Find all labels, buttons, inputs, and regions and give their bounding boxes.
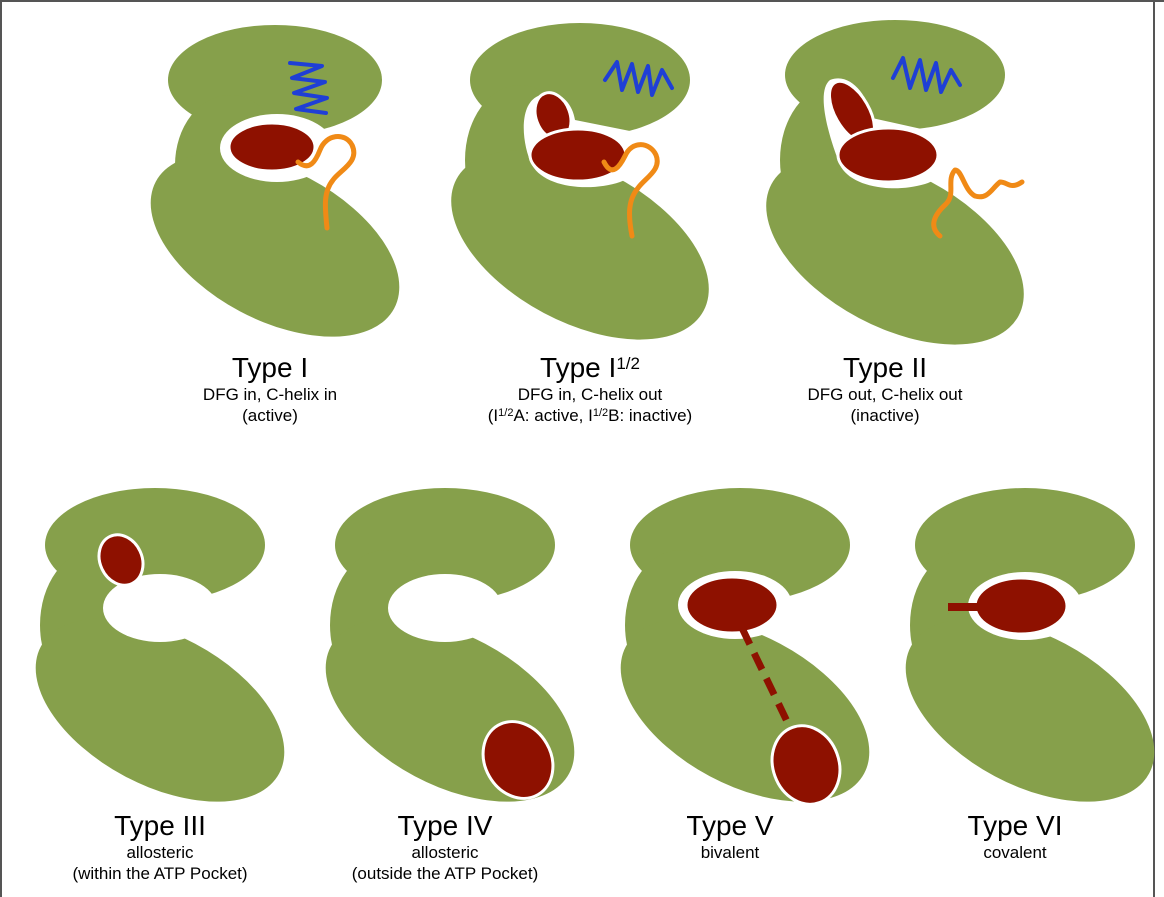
ligand xyxy=(530,129,626,181)
type-description: allosteric xyxy=(325,842,565,863)
ligand xyxy=(838,128,938,182)
type-state: (I1/2A: active, I1/2B: inactive) xyxy=(440,405,740,426)
caption-type-4: Type IV allosteric (outside the ATP Pock… xyxy=(325,810,565,884)
state-part: A: active, I xyxy=(513,406,592,425)
kinase-type-1-half xyxy=(420,23,740,379)
type-title: Type III xyxy=(40,810,280,842)
type-description: DFG in, C-helix in xyxy=(160,384,380,405)
type-description: DFG in, C-helix out xyxy=(440,384,740,405)
type-title: Type VI xyxy=(925,810,1105,842)
type-description: bivalent xyxy=(640,842,820,863)
type-title-sup: 1/2 xyxy=(616,354,640,373)
ligand xyxy=(975,578,1067,634)
type-description: allosteric xyxy=(40,842,280,863)
caption-type-1: Type I DFG in, C-helix in (active) xyxy=(160,352,380,426)
kinase-type-4 xyxy=(296,488,605,840)
type-title: Type I1/2 xyxy=(440,352,740,384)
type-state: (active) xyxy=(160,405,380,426)
kinase-type-1 xyxy=(121,25,430,375)
caption-type-6: Type VI covalent xyxy=(925,810,1105,863)
caption-type-1-half: Type I1/2 DFG in, C-helix out (I1/2A: ac… xyxy=(440,352,740,426)
type-state: (within the ATP Pocket) xyxy=(40,863,280,884)
type-title: Type I xyxy=(160,352,380,384)
kinase-type-2 xyxy=(735,20,1055,384)
state-part: (I xyxy=(488,406,498,425)
type-state: (inactive) xyxy=(775,405,995,426)
state-sup: 1/2 xyxy=(593,407,608,419)
type-title: Type V xyxy=(640,810,820,842)
type-description: covalent xyxy=(925,842,1105,863)
kinase-type-3 xyxy=(6,488,315,840)
type-title-main: Type I xyxy=(540,352,616,383)
atp-pocket xyxy=(388,574,502,642)
ligand xyxy=(686,577,778,633)
type-description: DFG out, C-helix out xyxy=(775,384,995,405)
type-title: Type IV xyxy=(325,810,565,842)
type-state: (outside the ATP Pocket) xyxy=(325,863,565,884)
kinase-type-5 xyxy=(591,488,900,840)
caption-type-2: Type II DFG out, C-helix out (inactive) xyxy=(775,352,995,426)
state-sup: 1/2 xyxy=(498,407,513,419)
type-title: Type II xyxy=(775,352,995,384)
kinase-type-6 xyxy=(876,488,1164,840)
caption-type-5: Type V bivalent xyxy=(640,810,820,863)
caption-type-3: Type III allosteric (within the ATP Pock… xyxy=(40,810,280,884)
state-part: B: inactive) xyxy=(608,406,692,425)
